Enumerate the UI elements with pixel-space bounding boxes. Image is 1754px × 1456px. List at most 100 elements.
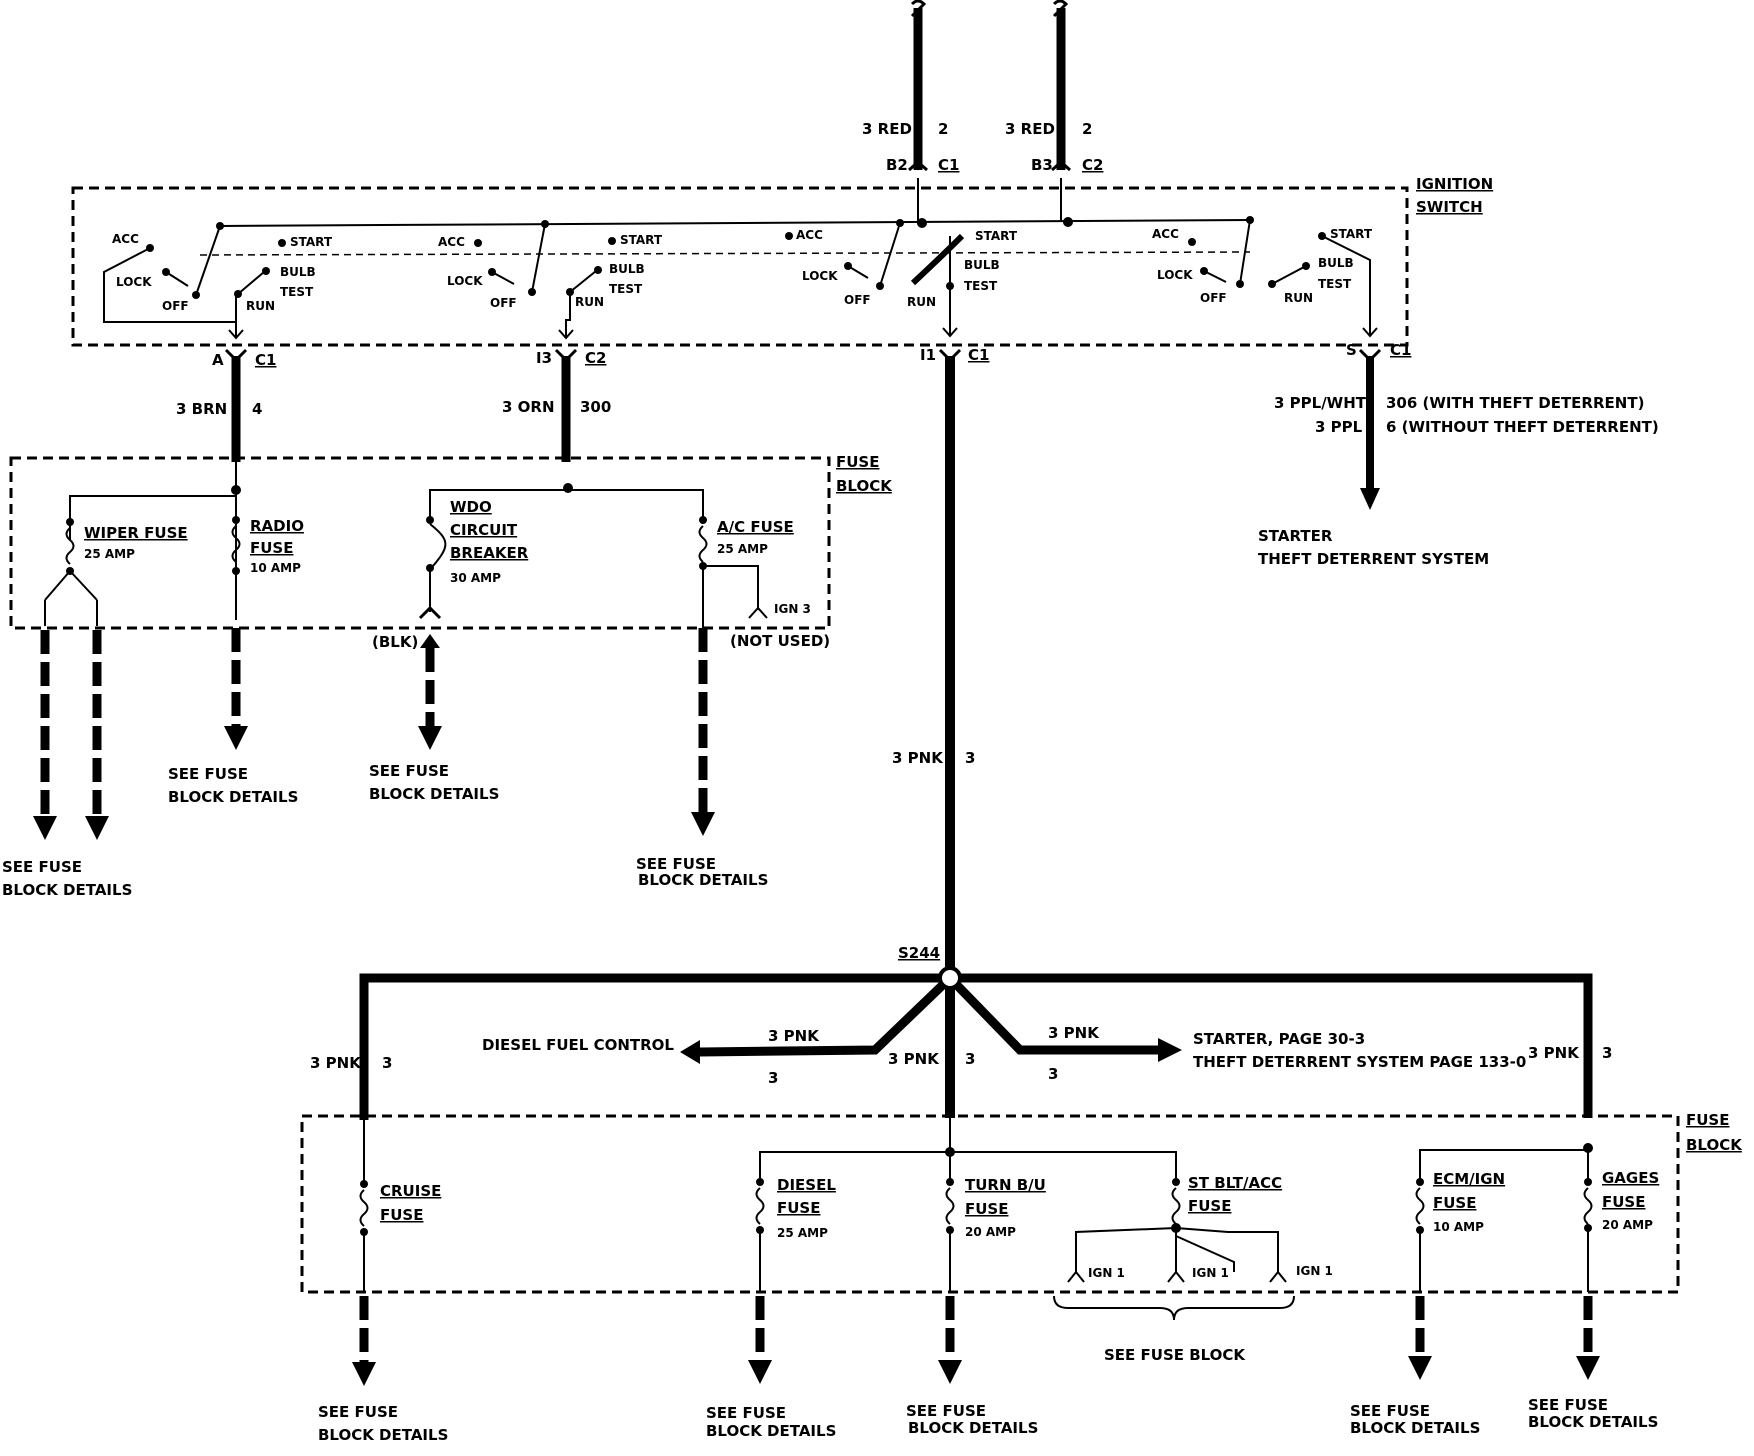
fuse-block-top-title-1: FUSE — [836, 453, 879, 471]
pos-start-1: START — [290, 235, 333, 249]
wdo-name3: BREAKER — [450, 544, 529, 562]
right-wire: 3 PNK — [1048, 1024, 1100, 1042]
pos-bulb-3: BULB — [964, 258, 1000, 272]
see-fuse-ac-1: SEE FUSE — [636, 855, 716, 873]
see-fuse-radio-1: SEE FUSE — [168, 765, 248, 783]
see-fuse-cruise-2: BLOCK DETAILS — [318, 1426, 448, 1444]
pos-test-4: TEST — [1318, 277, 1352, 291]
pos-acc-4: ACC — [1152, 227, 1179, 241]
left-dest: DIESEL FUEL CONTROL — [482, 1036, 674, 1054]
out-a-wire: 3 BRN — [176, 400, 227, 418]
stblt-name1: ST BLT/ACC — [1188, 1174, 1282, 1192]
b2-wire-label: 3 RED — [862, 120, 912, 138]
far-right-circuit: 3 — [1602, 1044, 1612, 1062]
b2-pin-label: B2 — [886, 156, 908, 174]
see-fuse-ecm-1: SEE FUSE — [1350, 1402, 1430, 1420]
stblt-name2: FUSE — [1188, 1197, 1231, 1215]
st-blt-acc-fuse: ST BLT/ACC FUSE IGN 1 IGN 1 IGN 1 — [1067, 1174, 1333, 1283]
see-fuse-ac-2: BLOCK DETAILS — [638, 871, 768, 889]
pos-off-3: OFF — [844, 293, 871, 307]
top-fuse-outputs — [33, 628, 715, 840]
far-right-wire: 3 PNK — [1528, 1044, 1580, 1062]
splice-s244: S244 3 PNK 3 3 PNK 3 DIESEL FUEL CONTROL… — [310, 944, 1612, 1120]
b3-connector-label: C2 — [1082, 156, 1103, 174]
ignition-switch-title-2: SWITCH — [1416, 198, 1483, 216]
wdo-note: (BLK) — [372, 633, 418, 651]
switch-section-4: ACC LOCK OFF RUN START BULB TEST — [1152, 219, 1378, 338]
starter-dest-2: THEFT DETERRENT SYSTEM — [1258, 550, 1489, 568]
diesel-fuse: DIESEL FUSE 25 AMP — [755, 1176, 836, 1292]
wiper-fuse: WIPER FUSE 25 AMP — [44, 518, 188, 626]
see-fuse-cruise-1: SEE FUSE — [318, 1403, 398, 1421]
pos-lock-4: LOCK — [1157, 268, 1193, 282]
diesel-rating: 25 AMP — [777, 1226, 828, 1240]
ac-fuse-note: (NOT USED) — [730, 632, 830, 650]
see-fuse-ecm-2: BLOCK DETAILS — [1350, 1419, 1480, 1437]
far-left-wire: 3 PNK — [310, 1054, 362, 1072]
cruise-name2: FUSE — [380, 1206, 423, 1224]
right-dest-2: THEFT DETERRENT SYSTEM PAGE 133-0 — [1193, 1053, 1526, 1071]
ecm-rating: 10 AMP — [1433, 1220, 1484, 1234]
cruise-name1: CRUISE — [380, 1182, 441, 1200]
left-circuit: 3 — [768, 1069, 778, 1087]
radio-fuse: RADIO FUSE 10 AMP — [231, 516, 304, 575]
ac-fuse-name: A/C FUSE — [717, 518, 794, 536]
b2-connector-label: C1 — [938, 156, 959, 174]
out-i1-wire: 3 PNK — [892, 749, 944, 767]
out-s-circuit2: 6 (WITHOUT THEFT DETERRENT) — [1386, 418, 1659, 436]
stblt-ign-2: IGN 1 — [1192, 1266, 1229, 1280]
pos-lock-3: LOCK — [802, 269, 838, 283]
bottom-fuse-outputs — [352, 1295, 1600, 1386]
gages-fuse: GAGES FUSE 20 AMP — [1583, 1150, 1659, 1292]
fuse-block-top: FUSE BLOCK WIPER FUSE 25 AMP RADIO FUSE … — [9, 453, 893, 651]
see-fuse-wdo-1: SEE FUSE — [369, 762, 449, 780]
see-fuse-diesel-2: BLOCK DETAILS — [706, 1422, 836, 1440]
gages-name1: GAGES — [1602, 1169, 1659, 1187]
gages-rating: 20 AMP — [1602, 1218, 1653, 1232]
b3-circuit-label: 2 — [1082, 120, 1092, 138]
output-a-brn: A C1 3 BRN 4 — [176, 348, 276, 462]
fuse-block-bottom: FUSE BLOCK CRUISE FUSE DIESEL FUSE 25 AM… — [300, 1111, 1743, 1294]
output-i3-orn: I3 C2 3 ORN 300 — [502, 348, 611, 462]
wiper-fuse-name: WIPER FUSE — [84, 524, 188, 542]
see-fuse-gages-2: BLOCK DETAILS — [1528, 1413, 1658, 1431]
out-s-circuit1: 306 (WITH THEFT DETERRENT) — [1386, 394, 1644, 412]
see-fuse-block-ign: SEE FUSE BLOCK — [1104, 1346, 1246, 1364]
stblt-ign-1: IGN 1 — [1088, 1266, 1125, 1280]
pos-start-3: START — [975, 229, 1018, 243]
pos-bulb-1: BULB — [280, 265, 316, 279]
out-i1-circuit: 3 — [965, 749, 975, 767]
center-circuit: 3 — [965, 1050, 975, 1068]
see-fuse-wiper-1: SEE FUSE — [2, 858, 82, 876]
pos-test-3: TEST — [964, 279, 998, 293]
pos-off-2: OFF — [490, 296, 517, 310]
wdo-circuit-breaker: WDO CIRCUIT BREAKER 30 AMP (BLK) — [372, 498, 529, 651]
out-i3-circuit: 300 — [580, 398, 611, 416]
ecm-ign-fuse: ECM/IGN FUSE 10 AMP — [1415, 1170, 1505, 1292]
out-s-wire2: 3 PPL — [1315, 418, 1363, 436]
out-i3-connector: C2 — [585, 349, 606, 367]
top-input-b2: 3 RED 2 B2 C1 — [862, 0, 959, 174]
right-circuit: 3 — [1048, 1065, 1058, 1083]
pos-start-4: START — [1330, 227, 1373, 241]
ecm-name2: FUSE — [1433, 1194, 1476, 1212]
out-s-pin: S — [1346, 341, 1357, 359]
b2-circuit-label: 2 — [938, 120, 948, 138]
ac-fuse-ign: IGN 3 — [774, 602, 811, 616]
see-fuse-diesel-1: SEE FUSE — [706, 1404, 786, 1422]
left-wire: 3 PNK — [768, 1027, 820, 1045]
out-i3-wire: 3 ORN — [502, 398, 555, 416]
see-fuse-turn-2: BLOCK DETAILS — [908, 1419, 1038, 1437]
pos-run-2: RUN — [575, 295, 604, 309]
out-i1-pin: I1 — [920, 346, 936, 364]
turn-name2: FUSE — [965, 1200, 1008, 1218]
see-fuse-turn-1: SEE FUSE — [906, 1402, 986, 1420]
see-fuse-wiper-2: BLOCK DETAILS — [2, 881, 132, 899]
diesel-name2: FUSE — [777, 1199, 820, 1217]
fuse-block-bottom-title-1: FUSE — [1686, 1111, 1729, 1129]
pos-acc-3: ACC — [796, 228, 823, 242]
fuse-block-top-title-2: BLOCK — [836, 477, 893, 495]
stblt-ign-3: IGN 1 — [1296, 1264, 1333, 1278]
splice-label: S244 — [898, 944, 940, 962]
out-s-wire1: 3 PPL/WHT — [1274, 394, 1367, 412]
